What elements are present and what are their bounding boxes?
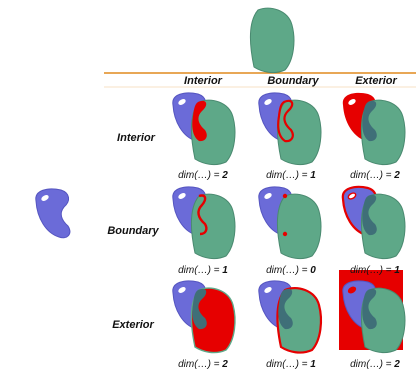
dim-label-be: dim(…) = 1 xyxy=(350,265,400,276)
cell-exterior-interior xyxy=(172,280,236,354)
row-header-exterior: Exterior xyxy=(112,319,154,331)
column-header-interior: Interior xyxy=(184,75,223,87)
dim-label-eb: dim(…) = 1 xyxy=(266,359,316,370)
cell-boundary-exterior xyxy=(341,185,406,260)
dim-labels: dim(…) = 2 dim(…) = 1 dim(…) = 2 dim(…) … xyxy=(178,170,400,370)
dim-label-ib: dim(…) = 1 xyxy=(266,170,316,181)
dim-label-ie: dim(…) = 2 xyxy=(350,170,400,181)
row-header-boundary: Boundary xyxy=(107,225,159,237)
dim-label-ii: dim(…) = 2 xyxy=(178,170,228,181)
column-header-exterior: Exterior xyxy=(355,75,397,87)
cell-interior-boundary xyxy=(258,92,322,166)
cell-interior-interior xyxy=(172,92,236,166)
shape-b-standalone xyxy=(249,7,295,74)
dim-label-ee: dim(…) = 2 xyxy=(350,359,400,370)
column-header-boundary: Boundary xyxy=(267,75,319,87)
cell-exterior-exterior xyxy=(339,270,406,354)
cell-interior-exterior xyxy=(342,92,406,166)
dim-label-bb: dim(…) = 0 xyxy=(266,265,316,276)
cell-exterior-boundary xyxy=(258,280,323,354)
cell-boundary-interior xyxy=(172,186,236,260)
dim-label-bi: dim(…) = 1 xyxy=(178,265,228,276)
dim-label-ei: dim(…) = 2 xyxy=(178,359,228,370)
cell-boundary-boundary xyxy=(258,186,322,260)
row-header-interior: Interior xyxy=(117,132,156,144)
shape-a-standalone xyxy=(35,188,71,239)
